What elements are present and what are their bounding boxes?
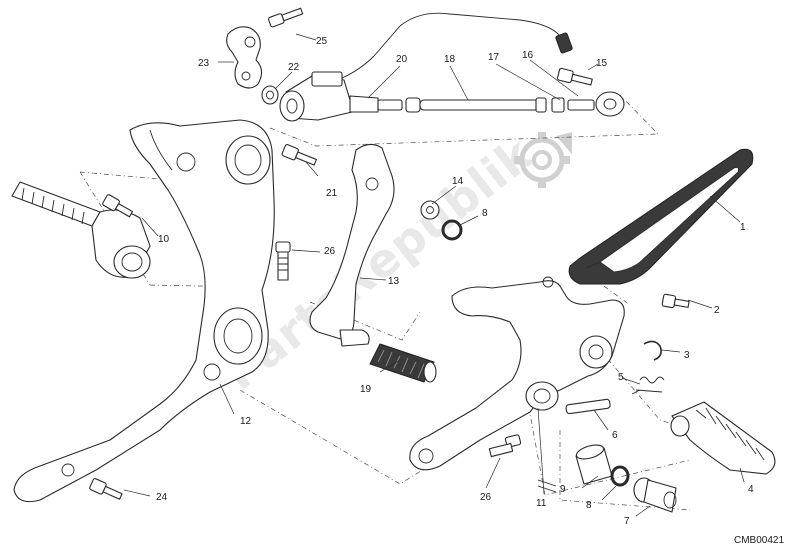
part-13-brake-lever <box>309 143 395 347</box>
part-12-frame-plate <box>13 119 275 503</box>
callout-8-lower: 8 <box>586 500 592 511</box>
callout-22: 22 <box>288 62 300 73</box>
part-25-screw <box>268 7 304 28</box>
callout-26-upper: 26 <box>324 246 336 257</box>
callout-24: 24 <box>156 492 168 503</box>
part-23-bracket <box>226 26 263 89</box>
part-22-washer <box>261 85 279 105</box>
callout-9: 9 <box>560 484 566 495</box>
callout-13: 13 <box>388 276 400 287</box>
callout-12: 12 <box>240 416 252 427</box>
part-20-master-cylinder <box>279 12 573 122</box>
leader-lines <box>123 33 745 517</box>
part-17-nut <box>551 97 565 113</box>
callout-21: 21 <box>326 188 338 199</box>
callout-3: 3 <box>684 350 690 361</box>
part-26-screw-upper <box>275 241 291 281</box>
callout-23: 23 <box>198 58 210 69</box>
callout-16: 16 <box>522 50 534 61</box>
callout-14: 14 <box>452 176 464 187</box>
part-5-spring <box>631 376 665 395</box>
part-24-screw <box>89 478 123 500</box>
callout-18: 18 <box>444 54 456 65</box>
callout-4: 4 <box>748 484 754 495</box>
callout-1: 1 <box>740 222 746 233</box>
callout-15: 15 <box>596 58 608 69</box>
part-8-ring-lower <box>610 465 630 487</box>
part-6-pin <box>565 398 611 415</box>
callout-8-upper: 8 <box>482 208 488 219</box>
part-9-bushing <box>575 444 613 485</box>
part-11-marker <box>537 479 557 493</box>
part-8-ring-upper <box>441 219 463 241</box>
callout-5: 5 <box>618 372 624 383</box>
part-10-screw <box>102 194 134 218</box>
part-footrest-bracket <box>409 276 625 471</box>
part-19-pedal-rubber <box>369 343 437 383</box>
part-18-rod <box>405 97 547 113</box>
diagram-code: CMB00421 <box>734 535 784 546</box>
callout-17: 17 <box>488 52 500 63</box>
callout-2: 2 <box>714 305 720 316</box>
part-7-bolt <box>633 477 677 513</box>
callout-11: 11 <box>536 498 547 509</box>
part-26-screw-lower <box>488 434 522 458</box>
part-4-footpeg <box>670 401 776 475</box>
part-1-heel-guard <box>568 148 754 285</box>
part-15-screw <box>556 67 593 86</box>
callout-7: 7 <box>624 516 630 527</box>
callout-labels: 1 2 3 4 5 6 7 8 8 9 10 11 12 13 14 15 16… <box>156 36 754 527</box>
callout-6: 6 <box>612 430 618 441</box>
part-2-screw <box>661 293 690 309</box>
part-16-rod-end <box>567 91 625 117</box>
callout-20: 20 <box>396 54 408 65</box>
callout-26-lower: 26 <box>480 492 492 503</box>
part-3-clip <box>643 340 662 361</box>
callout-19: 19 <box>360 384 372 395</box>
callout-25: 25 <box>316 36 328 47</box>
part-21-screw <box>281 144 317 166</box>
part-14-washer <box>420 200 440 220</box>
part-10-pin <box>11 181 151 279</box>
callout-10: 10 <box>158 234 170 245</box>
